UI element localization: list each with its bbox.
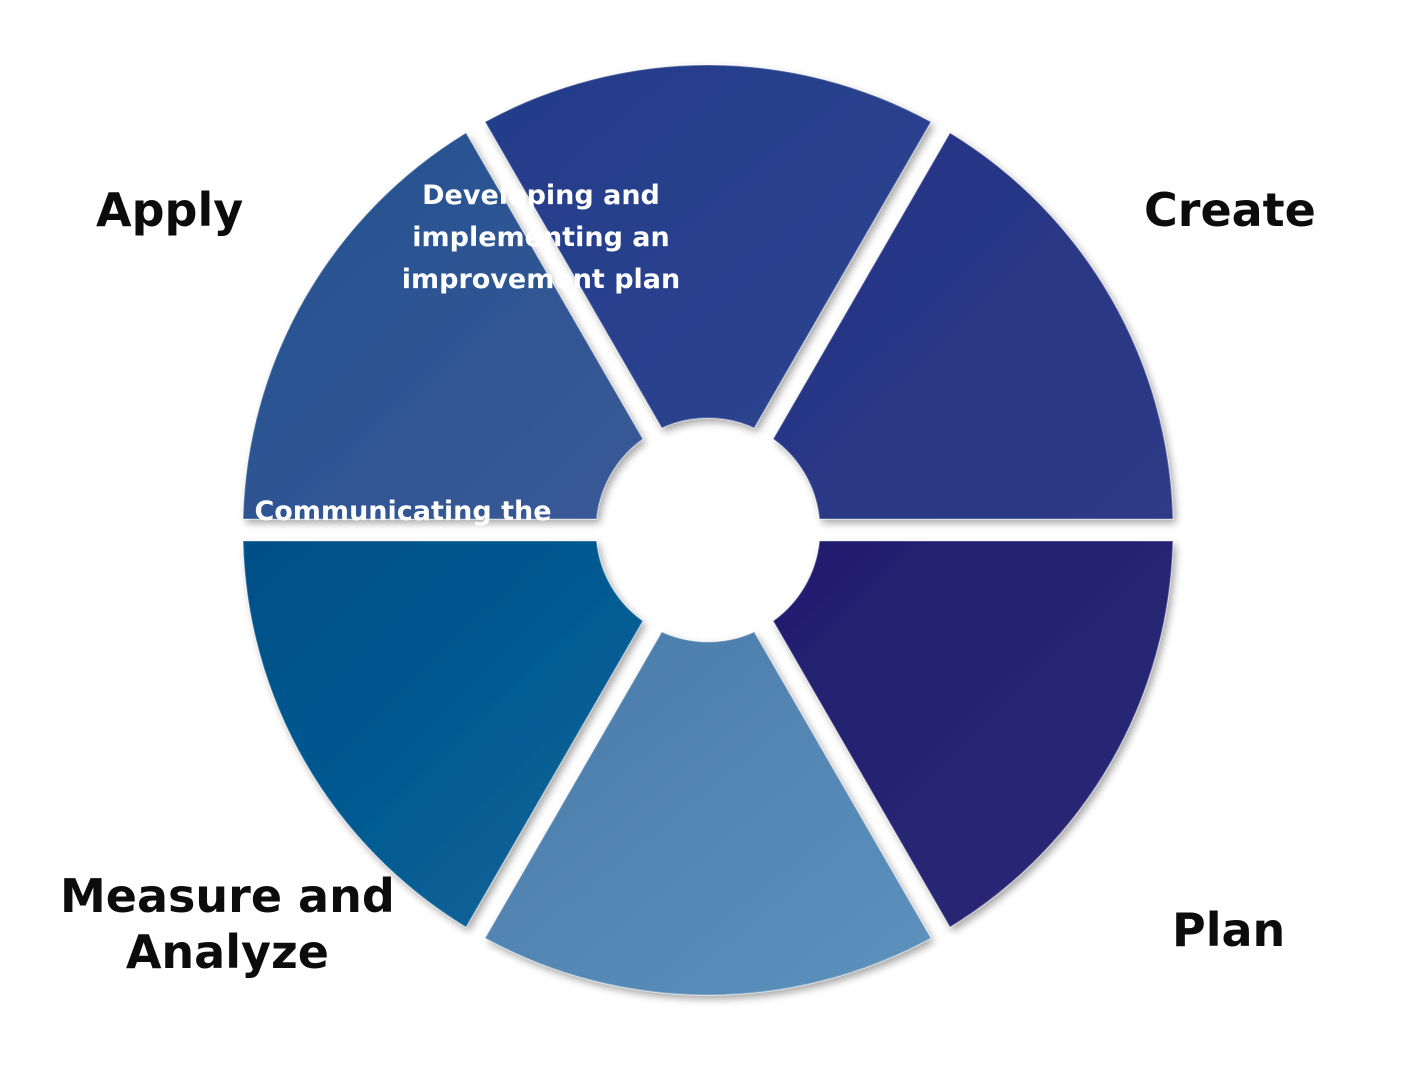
segment-mapping-shape [772, 131, 1174, 520]
phase-label-plan-line: Plan [1172, 903, 1286, 957]
phase-label-create: Create [1144, 182, 1316, 238]
segment-developing: Developing and implementing an improvement… [242, 180, 681, 929]
phase-label-apply-line: Apply [96, 183, 244, 237]
segment-developing-label-line: improvement plan [402, 264, 681, 295]
phase-label-create-line: Create [1144, 183, 1316, 237]
phase-label-apply: Apply [96, 182, 243, 238]
segment-developing-label: Developing and implementing an improvement… [402, 180, 681, 295]
segment-communicating-shape [484, 631, 932, 996]
segment-developing-label-line: Developing and [422, 180, 660, 211]
segment-determine-shape [242, 131, 644, 520]
segment-developing-shape [242, 540, 644, 929]
phase-label-plan: Plan [1172, 902, 1285, 958]
segment-select-shape [484, 64, 932, 429]
segment-developing-label-line: implementing an [412, 222, 670, 253]
phase-label-measure-and-analyze: Measure and Analyze [60, 868, 395, 980]
phase-label-measure-line-1: Measure and [60, 869, 395, 923]
phase-label-measure-line-2: Analyze [125, 925, 329, 979]
segment-communicating-label-line: Communicating the [254, 496, 551, 527]
segment-gathering-shape [772, 540, 1174, 929]
